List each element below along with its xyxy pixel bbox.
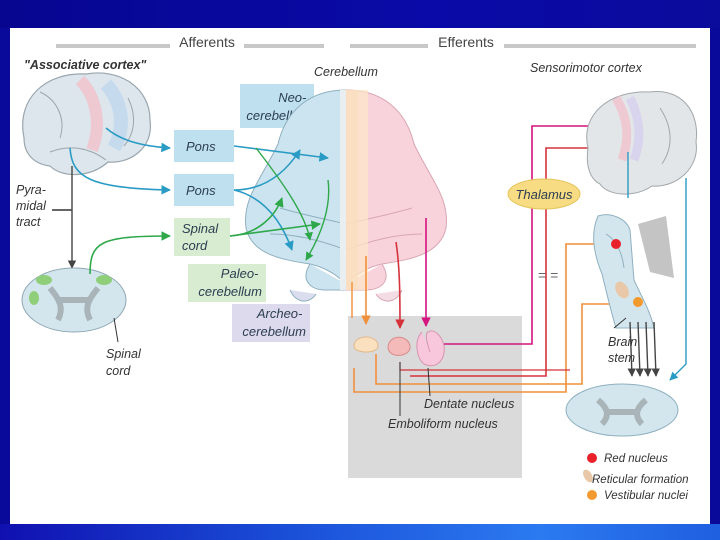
associative-cortex-brain bbox=[22, 72, 151, 176]
bottom-bar bbox=[0, 524, 720, 540]
cerebellum-right-half bbox=[345, 89, 448, 302]
cerebellum-label: Cerebellum bbox=[314, 65, 378, 79]
cerebellum-diagram: Afferents Efferents "Associative cortex"… bbox=[16, 32, 698, 502]
slide-content: Afferents Efferents "Associative cortex"… bbox=[10, 28, 710, 524]
legend-reticular-swatch bbox=[583, 469, 593, 483]
efferents-header: Efferents bbox=[350, 32, 696, 52]
legend-vestibular-label: Vestibular nuclei bbox=[604, 490, 688, 502]
top-bar bbox=[0, 0, 720, 28]
spinal-cord-right-section bbox=[565, 383, 679, 437]
neo-line-1: Neo- bbox=[278, 90, 307, 105]
paleo-line-2: cerebellum bbox=[198, 284, 262, 299]
spinal-cord-box-label: Spinal cord bbox=[182, 221, 222, 253]
emboliform-nucleus-shape bbox=[387, 336, 411, 356]
pyramidal-line-1: Pyra- bbox=[16, 183, 46, 197]
brain-stem-line-1: Brain bbox=[608, 335, 637, 349]
pyramidal-line-2: midal bbox=[16, 199, 47, 213]
pons-label-1: Pons bbox=[186, 139, 216, 154]
afferents-header: Afferents bbox=[56, 32, 324, 52]
paleocerebellum-box bbox=[188, 264, 266, 302]
spinal-cord-box bbox=[174, 218, 230, 256]
brain-stem-line-2: stem bbox=[608, 351, 635, 365]
archeo-line-2: cerebellum bbox=[242, 324, 306, 339]
legend-vestibular-dot bbox=[587, 490, 597, 500]
pyramidal-tract-label: Pyra- midal tract bbox=[16, 183, 49, 229]
left-bar bbox=[0, 28, 10, 524]
thalamus-shape bbox=[507, 178, 581, 210]
brain-stem-label: Brain stem bbox=[608, 335, 641, 365]
associative-cortex-label: "Associative cortex" bbox=[24, 58, 147, 72]
thalamus-label: Thalamus bbox=[515, 187, 573, 202]
sensorimotor-cortex-brain bbox=[586, 91, 698, 195]
break-marks: = = bbox=[538, 267, 558, 283]
legend-reticular-label: Reticular formation bbox=[592, 474, 689, 486]
sensorimotor-cortex-label: Sensorimotor cortex bbox=[530, 61, 643, 75]
efferents-label: Efferents bbox=[438, 34, 494, 50]
spinal-box-line-1: Spinal bbox=[182, 221, 219, 236]
cerebellum-left-half bbox=[244, 89, 347, 302]
dentate-nucleus-label: Dentate nucleus bbox=[424, 397, 514, 411]
spinal-cord-left-label: Spinal cord bbox=[106, 347, 144, 378]
dentate-nucleus-shape bbox=[416, 330, 445, 367]
pons-box-1 bbox=[174, 130, 234, 162]
legend-red-nucleus-dot bbox=[587, 453, 597, 463]
archeocerebellum-label: Archeo- cerebellum bbox=[242, 306, 306, 339]
afferents-label: Afferents bbox=[179, 34, 235, 50]
right-bar bbox=[710, 28, 720, 524]
brainstem-shape bbox=[593, 214, 674, 377]
pons-box-2 bbox=[174, 174, 234, 206]
spinal-left-line-1: Spinal bbox=[106, 347, 142, 361]
spinal-cord-left-section bbox=[21, 267, 127, 333]
legend-red-nucleus-label: Red nucleus bbox=[604, 453, 668, 465]
pyramidal-line-3: tract bbox=[16, 215, 41, 229]
spinal-left-line-2: cord bbox=[106, 364, 131, 378]
pons-label-2: Pons bbox=[186, 183, 216, 198]
fastigial-nucleus bbox=[353, 336, 379, 353]
emboliform-nucleus-label: Emboliform nucleus bbox=[388, 417, 498, 431]
legend: Red nucleus Reticular formation Vestibul… bbox=[583, 453, 689, 502]
archeocerebellum-box bbox=[232, 304, 310, 342]
spinal-box-line-2: cord bbox=[182, 238, 208, 253]
paleo-line-1: Paleo- bbox=[221, 266, 259, 281]
paleocerebellum-label: Paleo- cerebellum bbox=[198, 266, 262, 299]
archeo-line-1: Archeo- bbox=[256, 306, 303, 321]
